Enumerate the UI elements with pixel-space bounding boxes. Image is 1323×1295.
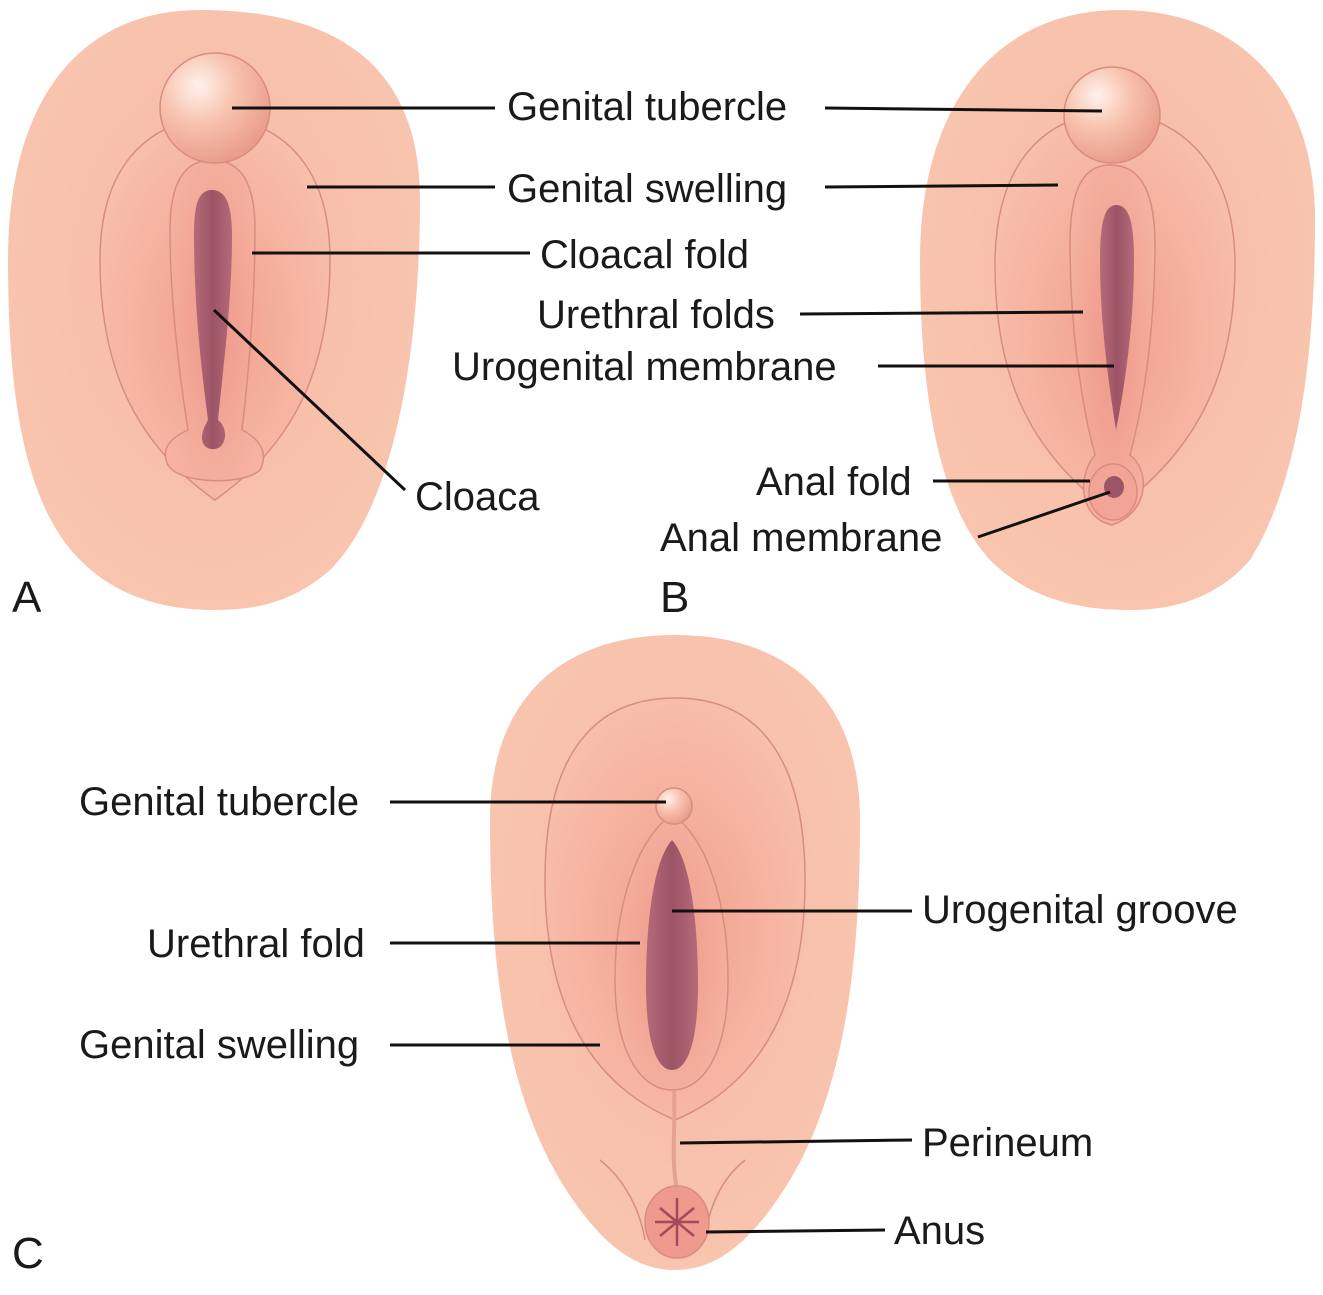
panel-a-letter: A	[12, 573, 42, 622]
panel-c-perineum-raphe	[671, 1089, 680, 1196]
leader-genital-swelling-b	[824, 183, 1059, 189]
panel-a: A	[8, 10, 420, 622]
label-c-urethral-fold: Urethral fold	[147, 922, 365, 966]
label-c-perineum: Perineum	[922, 1121, 1093, 1165]
leader-anal-membrane	[977, 490, 1111, 539]
panel-c-genital-tubercle	[655, 787, 693, 825]
label-urethral-folds: Urethral folds	[537, 293, 775, 337]
label-c-genital-tubercle: Genital tubercle	[79, 780, 359, 824]
panel-b-genital-tubercle	[1063, 66, 1161, 164]
labels: Genital tubercle Genital swelling Cloaca…	[79, 85, 1238, 1253]
leader-urethral-folds	[799, 310, 1084, 316]
label-c-anus: Anus	[894, 1209, 985, 1253]
panel-c-buttock-line-left	[599, 1159, 646, 1241]
leader-cloaca	[212, 308, 407, 492]
label-c-urogenital-groove: Urogenital groove	[922, 888, 1238, 932]
panel-b: B	[660, 10, 1315, 622]
panel-c-letter: C	[12, 1229, 44, 1278]
label-anal-fold: Anal fold	[756, 460, 912, 504]
panel-b-letter: B	[660, 573, 689, 622]
label-urogenital-membrane: Urogenital membrane	[452, 345, 837, 389]
panel-a-cloaca-slit	[194, 190, 232, 450]
panel-b-anal-membrane	[1104, 476, 1124, 498]
label-cloacal-fold: Cloacal fold	[540, 233, 749, 277]
label-genital-tubercle: Genital tubercle	[507, 85, 787, 129]
panel-b-urogenital-membrane	[1100, 205, 1134, 430]
label-anal-membrane: Anal membrane	[660, 516, 942, 560]
label-cloaca: Cloaca	[415, 475, 540, 519]
leader-lines	[212, 106, 1114, 1234]
leader-c-anus	[705, 1228, 886, 1234]
panel-c-urogenital-groove	[646, 840, 698, 1070]
leader-genital-tubercle-b	[824, 106, 1103, 113]
leader-c-perineum	[679, 1138, 913, 1145]
panel-c-anus-creases	[655, 1198, 699, 1246]
label-c-genital-swelling: Genital swelling	[79, 1023, 359, 1067]
label-genital-swelling: Genital swelling	[507, 167, 787, 211]
panel-c: C	[12, 635, 860, 1278]
